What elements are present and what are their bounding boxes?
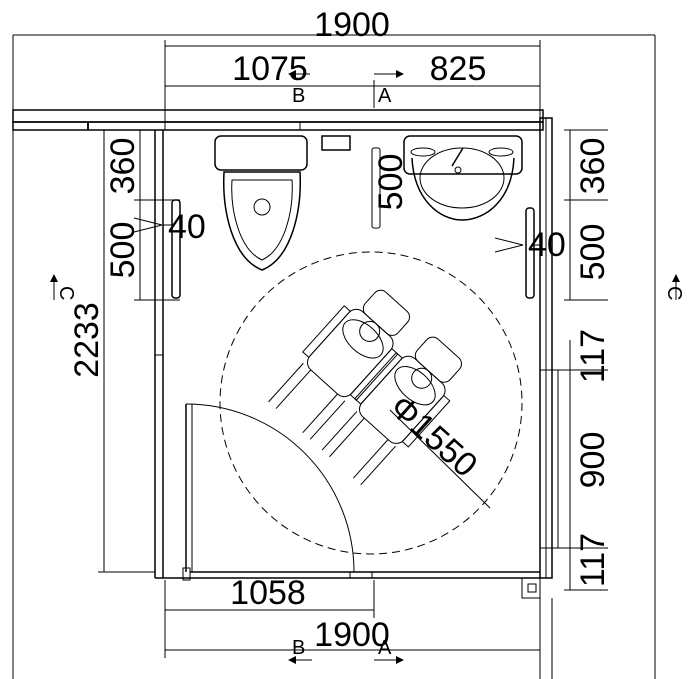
dim-top-right: 825 bbox=[430, 50, 487, 88]
wheelchair-user-icon bbox=[268, 289, 463, 486]
dim-left-height: 2233 bbox=[68, 302, 106, 378]
dim-bottom-door: 1058 bbox=[230, 574, 306, 612]
section-b-bottom: B bbox=[292, 637, 305, 659]
door-swing bbox=[185, 403, 355, 573]
flush-button-icon bbox=[321, 135, 351, 151]
angle-markers bbox=[133, 217, 524, 253]
dim-left-360: 360 bbox=[104, 138, 142, 195]
right-dimensions: 360 500 40 117 900 117 bbox=[528, 129, 612, 591]
section-b-top: B bbox=[292, 85, 305, 107]
dim-right-900: 900 bbox=[574, 432, 612, 489]
wheelchair-2 bbox=[321, 336, 463, 486]
dim-top-total: 1900 bbox=[314, 6, 390, 44]
top-wall bbox=[12, 109, 544, 131]
section-a-bottom: A bbox=[378, 637, 392, 659]
dim-top-left: 1075 bbox=[232, 50, 308, 88]
dim-right-gap: 40 bbox=[528, 226, 566, 264]
wheelchair-1 bbox=[268, 289, 410, 440]
sink-dimension: 500 bbox=[372, 154, 410, 211]
section-markers: A B A B C C bbox=[50, 70, 685, 664]
bottom-wall bbox=[182, 567, 553, 679]
toilet-icon bbox=[214, 135, 308, 271]
outer-reference-lines bbox=[12, 34, 656, 679]
dim-right-360: 360 bbox=[574, 138, 612, 195]
section-a-top: A bbox=[378, 85, 392, 107]
sink-icon bbox=[403, 135, 523, 221]
dim-left-500: 500 bbox=[104, 222, 142, 279]
section-c-left: C bbox=[55, 286, 77, 300]
right-wall bbox=[539, 117, 559, 579]
left-wall bbox=[154, 130, 190, 579]
turning-circle bbox=[219, 251, 523, 555]
dim-turning-circle: Φ1550 bbox=[383, 388, 485, 485]
left-dimensions: 2233 360 500 40 bbox=[68, 130, 206, 573]
dim-left-gap: 40 bbox=[168, 208, 206, 246]
turning-circle-label: Φ1550 bbox=[383, 388, 485, 485]
dim-right-117-bottom: 117 bbox=[574, 533, 612, 587]
dim-bottom-total: 1900 bbox=[314, 616, 390, 654]
section-c-right: C bbox=[663, 286, 685, 300]
dim-right-117-top: 117 bbox=[574, 329, 612, 383]
dim-right-500: 500 bbox=[574, 224, 612, 281]
top-dimensions: 1900 1075 825 bbox=[164, 6, 541, 130]
dim-sink-500: 500 bbox=[372, 154, 410, 211]
bottom-dimensions: 1058 1900 bbox=[164, 574, 540, 658]
